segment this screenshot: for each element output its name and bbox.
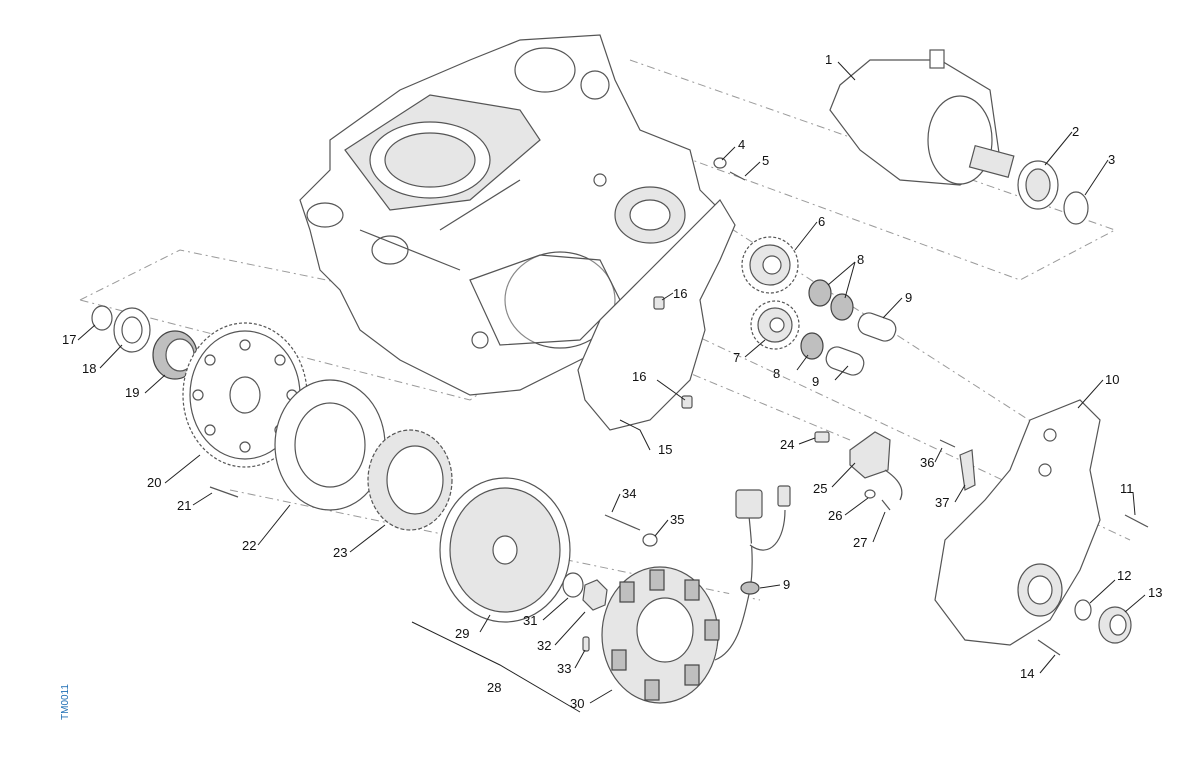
wiring-grommet [740, 581, 760, 595]
callout-20: 20 [147, 475, 161, 490]
needle-bearing [808, 279, 832, 307]
stator-wiring [749, 509, 786, 551]
callout-26: 26 [828, 508, 842, 523]
callout-17: 17 [62, 332, 76, 347]
callout-9a: 9 [905, 290, 912, 305]
callout-22: 22 [242, 538, 256, 553]
callout-34: 34 [622, 486, 636, 501]
callout-2: 2 [1072, 124, 1079, 139]
circlip [91, 305, 113, 331]
callout-28: 28 [487, 680, 501, 695]
starter-flange-ring [1017, 160, 1059, 210]
cover-screw-lower [1037, 639, 1061, 656]
gear-screw [209, 486, 239, 498]
cable-clamp [959, 449, 976, 491]
gear-shaft [857, 312, 897, 342]
flywheel-washer [562, 572, 584, 598]
cover-dowel [814, 431, 830, 443]
callout-19: 19 [125, 385, 139, 400]
idler-gear-lower [750, 300, 800, 350]
callout-11: 11 [1120, 481, 1134, 496]
idler-gear-upper [741, 236, 799, 294]
assembly-bracket [411, 621, 581, 713]
callout-1: 1 [825, 52, 832, 67]
dowel-pin [653, 296, 665, 310]
callout-8a: 8 [857, 252, 864, 267]
dowel-pin [681, 395, 693, 409]
generator-cover [934, 399, 1101, 646]
callout-23: 23 [333, 545, 347, 560]
clamp-screw [939, 439, 956, 448]
needle-bearing [800, 332, 824, 360]
callout-27: 27 [853, 535, 867, 550]
one-way-clutch [367, 429, 453, 531]
callout-5: 5 [762, 153, 769, 168]
callout-29: 29 [455, 626, 469, 641]
screw-small [729, 171, 746, 181]
callout-7: 7 [733, 350, 740, 365]
callout-21: 21 [177, 498, 191, 513]
callout-15: 15 [658, 442, 672, 457]
callout-10: 10 [1105, 372, 1119, 387]
flywheel-rotor [439, 477, 571, 623]
inspection-plug [1098, 606, 1132, 644]
callout-30: 30 [570, 696, 584, 711]
callout-37: 37 [935, 495, 949, 510]
callout-12: 12 [1117, 568, 1131, 583]
callout-35: 35 [670, 512, 684, 527]
callout-3: 3 [1108, 152, 1115, 167]
callout-33: 33 [557, 661, 571, 676]
pickup-sensor [849, 431, 903, 501]
callout-6: 6 [818, 214, 825, 229]
stator-screw [604, 514, 641, 531]
sensor-screw [881, 499, 891, 511]
wiring-connector [735, 489, 763, 519]
callout-31: 31 [523, 613, 537, 628]
starter-motor [829, 49, 1015, 186]
callout-9b: 9 [812, 374, 819, 389]
callout-36: 36 [920, 455, 934, 470]
callout-labels: 1 2 3 4 5 6 7 8 8 9 9 9 10 11 12 13 14 1… [62, 52, 1162, 711]
woodruff-key [582, 636, 590, 652]
plug-o-ring [1074, 599, 1092, 621]
drawing-reference-code: TM0011 [60, 684, 71, 720]
callout-9c: 9 [783, 577, 790, 592]
needle-bearing [830, 293, 854, 321]
callout-4: 4 [738, 137, 745, 152]
callout-16a: 16 [673, 286, 687, 301]
washer-small [713, 157, 727, 169]
flywheel-nut [582, 579, 608, 611]
leader-lines [77, 61, 1146, 704]
callout-24: 24 [780, 437, 794, 452]
callout-18: 18 [82, 361, 96, 376]
o-ring [1063, 191, 1089, 225]
callout-13: 13 [1148, 585, 1162, 600]
callout-25: 25 [813, 481, 827, 496]
callout-14: 14 [1020, 666, 1034, 681]
cover-screw [1124, 514, 1149, 528]
callout-16b: 16 [632, 369, 646, 384]
freewheel-housing [274, 379, 386, 511]
callout-8b: 8 [773, 366, 780, 381]
thrust-washer [113, 307, 151, 353]
sensor-washer [864, 489, 876, 499]
stator-coil [601, 566, 720, 704]
wiring-connector [777, 485, 791, 507]
callout-32: 32 [537, 638, 551, 653]
gear-shaft [825, 346, 865, 376]
stator-washer [642, 533, 658, 547]
